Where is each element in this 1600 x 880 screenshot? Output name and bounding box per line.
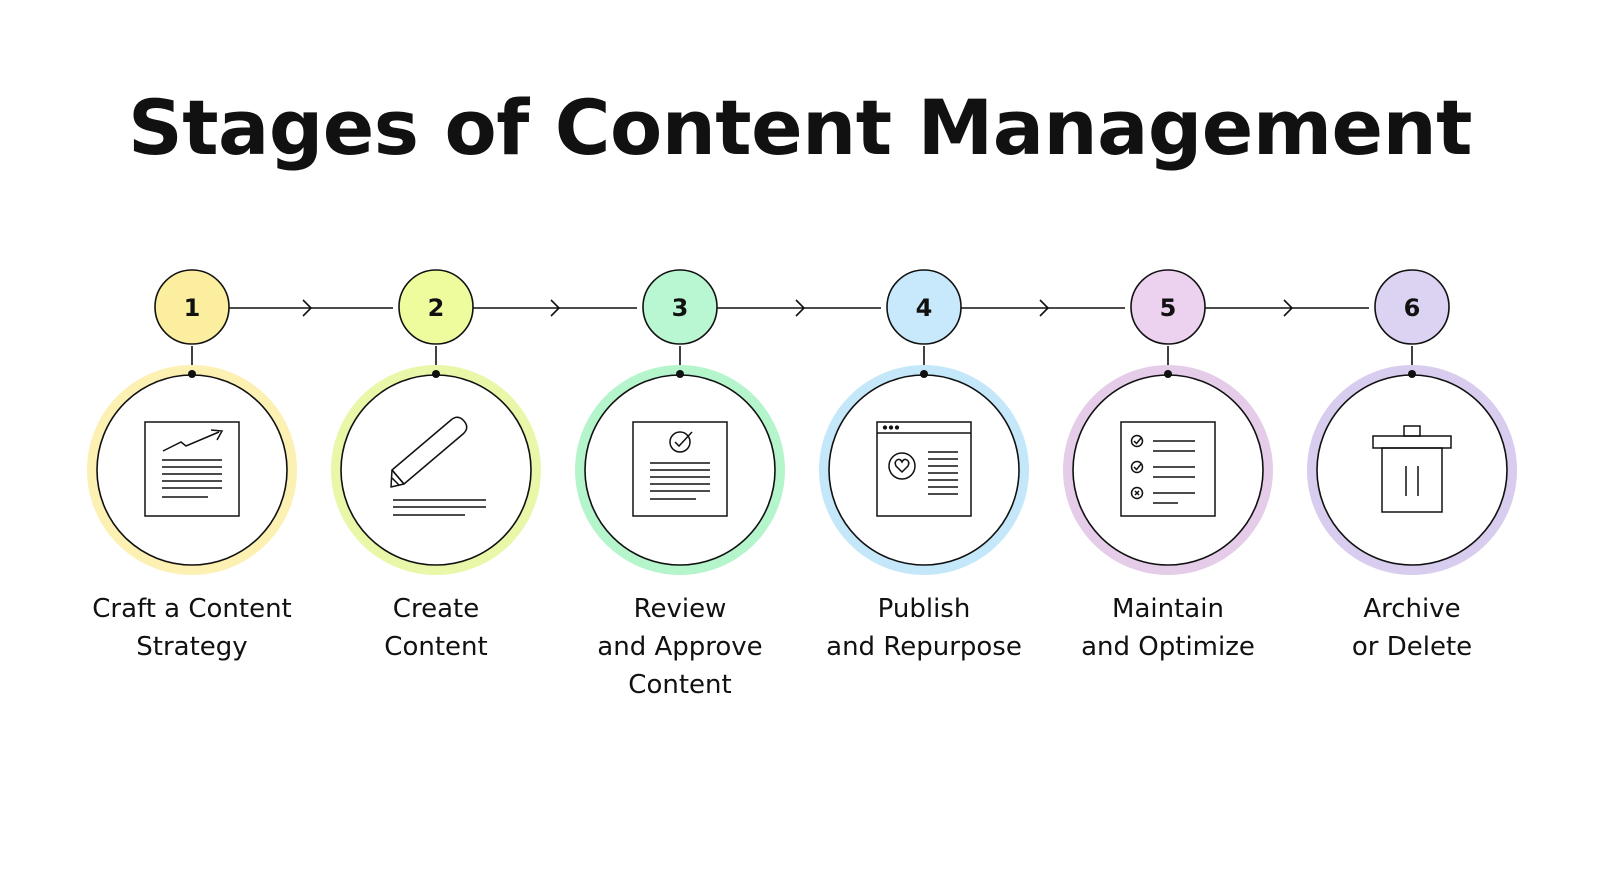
stage-4-icon-circle [828,374,1020,566]
stage-3-label-line: Content [628,670,732,700]
stage-1-label-line: Craft a Content [92,594,292,624]
document-approve-icon [632,421,728,517]
stage-6-label-line: or Delete [1351,632,1473,662]
stage-6-badge [1374,269,1450,345]
pencil-write-icon [390,416,486,516]
connector-5-6 [1205,299,1369,317]
connector-1-2 [229,299,393,317]
connector-3-4 [717,299,881,317]
strategy-chart-icon [144,421,240,517]
stage-1-label-line: Strategy [136,632,248,662]
stage-5-label-line: and Optimize [1081,632,1255,662]
stage-2-badge [398,269,474,345]
stage-6: 6 [1307,269,1517,575]
stage-3-label: Review and Approve Content [560,590,800,704]
stage-2: 2 [331,269,541,575]
stage-3-badge [642,269,718,345]
browser-publish-icon [876,421,972,517]
stage-5-icon-circle [1072,374,1264,566]
stage-6-label: Archive or Delete [1292,590,1532,666]
stage-2-label-line: Create [392,594,480,624]
stage-3-label-line: Review [633,594,727,624]
stage-5: 5 [1063,269,1273,575]
checklist-icon [1120,421,1216,517]
connector-2-3 [473,299,637,317]
stage-5-label-line: Maintain [1112,594,1224,624]
stage-4-label-line: and Repurpose [826,632,1022,662]
flow-connectors [229,299,1369,317]
connector-4-5 [961,299,1125,317]
stage-5-label: Maintain and Optimize [1048,590,1288,666]
stage-1-number: 1 [184,294,201,322]
stage-1-label: Craft a Content Strategy [72,590,312,666]
stage-4-label: Publish and Repurpose [804,590,1044,666]
stage-2-number: 2 [428,294,445,322]
stage-1-badge [154,269,230,345]
stage-1-icon-circle [96,374,288,566]
stage-5-badge [1130,269,1206,345]
stage-3-number: 3 [672,294,689,322]
stage-1: 1 [87,269,297,575]
stage-6-number: 6 [1404,294,1421,322]
stage-6-icon-circle [1316,374,1508,566]
stage-5-number: 5 [1160,294,1177,322]
stage-3: 3 [575,269,785,575]
stage-3-label-line: and Approve [597,632,763,662]
stage-4: 4 [819,269,1029,575]
trash-icon [1372,425,1452,513]
stage-2-label: Create Content [316,590,556,666]
stage-6-label-line: Archive [1363,594,1461,624]
stage-2-label-line: Content [384,632,488,662]
stage-4-badge [886,269,962,345]
stage-4-number: 4 [916,294,933,322]
page-title: Stages of Content Management [127,83,1473,172]
stage-2-icon-circle [340,374,532,566]
stage-4-label-line: Publish [877,594,971,624]
